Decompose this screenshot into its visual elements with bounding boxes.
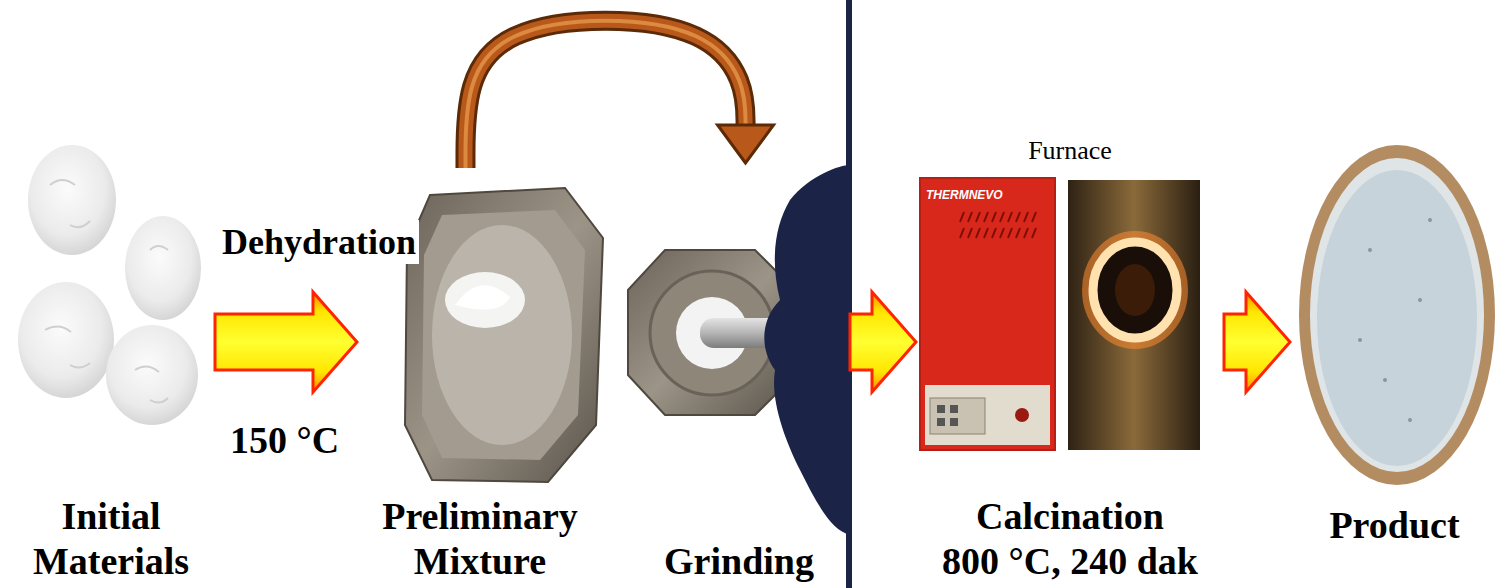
flow-arrow bbox=[215, 292, 357, 392]
raw-material-lumps-part bbox=[125, 216, 201, 320]
curved-arrow-highlight bbox=[465, 21, 745, 168]
product-dish-part bbox=[1317, 170, 1477, 466]
flow-arrow bbox=[465, 21, 773, 168]
product-dish bbox=[1299, 145, 1495, 485]
furnace-unit-part bbox=[920, 178, 1055, 450]
curved-arrow-head bbox=[718, 125, 774, 163]
mortar-with-powder-part bbox=[422, 210, 585, 460]
curved-arrow-outline bbox=[465, 21, 745, 168]
stage-caption: Initial Materials bbox=[15, 494, 207, 584]
product-dish-part bbox=[1358, 338, 1362, 342]
furnace-unit-part bbox=[930, 398, 985, 434]
stage-node: FurnaceCalcination800 °C, 240 dak bbox=[918, 135, 1222, 584]
grinding-mortar-pestle-part bbox=[764, 165, 850, 535]
mortar-with-powder-part bbox=[455, 285, 510, 309]
block-arrow bbox=[1224, 292, 1290, 392]
step-label: Dehydration bbox=[219, 220, 419, 264]
stage-node: Product bbox=[1292, 140, 1497, 548]
raw-material-lumps-part bbox=[45, 180, 168, 403]
product-dish-part bbox=[1299, 145, 1495, 485]
grinding-mortar-pestle-part bbox=[846, 0, 852, 588]
mortar-with-powder bbox=[405, 188, 603, 482]
product-dish-part bbox=[1408, 418, 1412, 422]
mortar-with-powder-part bbox=[445, 272, 525, 328]
stage-caption: Calcination bbox=[976, 494, 1164, 539]
stage-caption: 800 °C, 240 dak bbox=[942, 539, 1198, 584]
product-dish-part bbox=[1310, 158, 1484, 472]
stage-caption: Product bbox=[1329, 503, 1459, 548]
stage-node: Initial Materials bbox=[9, 130, 213, 584]
furnace-unit-part bbox=[1115, 264, 1155, 316]
furnace-unit-part bbox=[1068, 180, 1200, 450]
flow-arrow bbox=[1224, 292, 1290, 392]
furnace-unit-part bbox=[925, 385, 1050, 445]
stage-caption: Preliminary Mixture bbox=[365, 494, 595, 584]
furnace-unit bbox=[920, 178, 1200, 450]
furnace-unit-part bbox=[937, 418, 945, 426]
product-dish-part bbox=[1383, 378, 1387, 382]
furnace-unit-part bbox=[950, 405, 958, 413]
raw-material-lumps-part bbox=[28, 145, 116, 255]
mortar-with-powder-part bbox=[432, 225, 572, 445]
furnace-unit-part bbox=[960, 212, 1036, 238]
block-arrow bbox=[850, 292, 916, 392]
raw-material-lumps-part bbox=[18, 282, 114, 398]
stage-heading: Furnace bbox=[1028, 135, 1112, 167]
furnace-unit-part bbox=[937, 405, 945, 413]
furnace-unit-part bbox=[950, 418, 958, 426]
brand-label: THERMNEVO bbox=[926, 187, 1003, 203]
furnace-unit-part bbox=[1015, 408, 1029, 422]
stage-node: Grinding bbox=[630, 165, 848, 584]
raw-material-lumps bbox=[18, 145, 201, 425]
product-dish-part bbox=[1368, 248, 1372, 252]
flow-arrow bbox=[850, 292, 916, 392]
raw-material-lumps-part bbox=[106, 325, 198, 425]
block-arrow bbox=[215, 292, 357, 392]
temperature-label: 150 °C bbox=[230, 418, 339, 463]
curved-arrow-body bbox=[465, 21, 745, 168]
mortar-with-powder-part bbox=[405, 188, 603, 482]
product-dish-part bbox=[1418, 298, 1422, 302]
stage-caption: Grinding bbox=[664, 539, 814, 584]
furnace-unit-part bbox=[1093, 242, 1177, 338]
product-dish-part bbox=[1428, 218, 1432, 222]
furnace-unit-part bbox=[1091, 240, 1179, 340]
